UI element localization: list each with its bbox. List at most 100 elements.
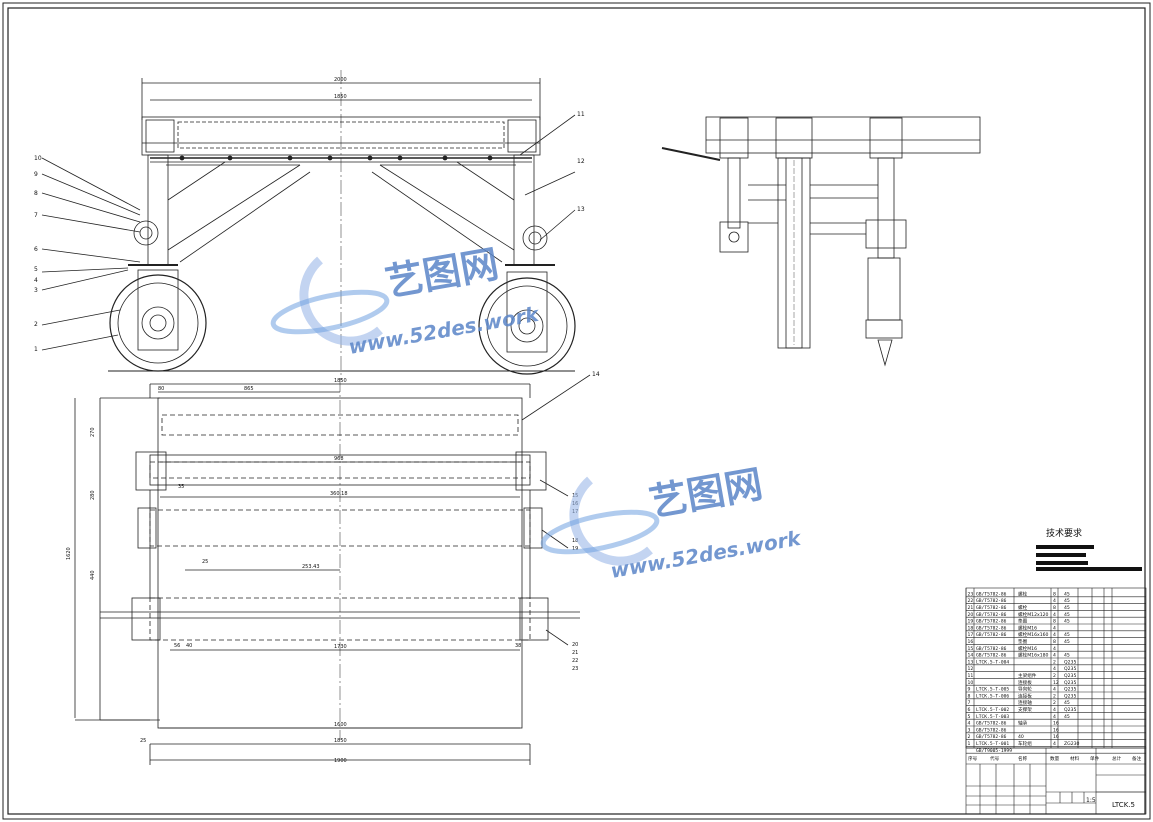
bom-cell: 19: [968, 619, 974, 625]
bom-cell: GB/T5782-86: [976, 653, 1007, 659]
bom-header: 单件: [1090, 755, 1100, 762]
bom-cell: 连接轴: [1018, 699, 1032, 706]
bom-cell: 8: [968, 693, 971, 699]
bom-cell: 4: [1053, 666, 1056, 672]
bom-cell: 螺栓M16x160: [1018, 631, 1049, 638]
bom-cell: 45: [1064, 700, 1070, 706]
bom-cell: 5: [968, 714, 971, 720]
bom-cell: 45: [1064, 619, 1070, 625]
watermark-globe-icon: [270, 256, 390, 346]
leader-3: 3: [34, 287, 38, 294]
bom-cell: GB/T5782-86: [976, 632, 1007, 638]
leader-21: 21: [572, 650, 578, 656]
bom-header: 材料: [1070, 755, 1080, 762]
bom-cell: 16: [1053, 727, 1059, 733]
bom-cell: 垫圈: [1018, 618, 1028, 625]
bom-cell: Q235: [1064, 687, 1076, 693]
side-view: [661, 116, 981, 367]
bom-cell: Q235: [1064, 680, 1076, 686]
bom-table: [965, 587, 1147, 754]
dim-v4: 1620: [66, 547, 72, 560]
leader-6: 6: [34, 246, 38, 253]
bom-cell: 8: [1053, 639, 1056, 645]
bom-cell: 45: [1064, 591, 1070, 597]
leader-13: 13: [577, 206, 585, 213]
bom-header: 代号: [990, 755, 1000, 762]
leader-8: 8: [34, 190, 38, 197]
bom-cell: GB/T5782-86: [976, 598, 1007, 604]
bom-cell: 4: [1053, 687, 1056, 693]
bom-cell: 45: [1064, 653, 1070, 659]
bom-cell: 45: [1064, 639, 1070, 645]
bom-cell: GB/T5782-86: [976, 619, 1007, 625]
bom-cell: GB/T5782-86: [976, 625, 1007, 631]
bom-cell: ZG230: [1064, 741, 1080, 747]
bom-cell: 16: [1053, 721, 1059, 727]
bom-cell: 45: [1064, 605, 1070, 611]
bom-cell: 4: [1053, 598, 1056, 604]
bom-cell: 车轮组: [1018, 740, 1032, 747]
bom-cell: 17: [968, 632, 974, 638]
bom-cell: 导向轮: [1018, 686, 1032, 693]
title-block: [965, 747, 1147, 815]
bom-cell: 垫圈: [1018, 638, 1028, 645]
dim-s1: 35: [178, 484, 184, 490]
leader-22: 22: [572, 658, 578, 664]
bom-cell: 2: [1053, 693, 1056, 699]
bom-cell: 4: [1053, 646, 1056, 652]
plan-labels: 1850 80 865 968 360.18 253.43 1730 1600 …: [66, 371, 600, 764]
bom-cell: 螺栓M16: [1018, 645, 1037, 652]
dim-plan-top: 1850: [334, 378, 347, 384]
bom-cell: 7: [968, 700, 971, 706]
dim-v1: 270: [90, 427, 96, 437]
redacted-line: [1036, 567, 1142, 571]
leader-4: 4: [34, 277, 38, 284]
bom-cell: 4: [1053, 653, 1056, 659]
bom-cell: LTCK.5-T-006: [976, 693, 1009, 699]
leader-5: 5: [34, 266, 38, 273]
bom-cell: LTCK.5-T-003: [976, 714, 1009, 720]
leader-18: 18: [572, 538, 578, 544]
dim-r4: 1730: [334, 644, 347, 650]
bom-cell: 8: [1053, 619, 1056, 625]
bom-cell: 8: [1053, 605, 1056, 611]
leader-14: 14: [592, 371, 600, 378]
dim-b3: 1900: [334, 758, 347, 764]
redacted-line: [1036, 561, 1088, 565]
bom-cell: 22: [968, 598, 974, 604]
inner-frame: [7, 7, 1146, 815]
bom-cell: 4: [1053, 625, 1056, 631]
redacted-line: [1036, 545, 1094, 549]
bom-cell: 螺栓M12x120: [1018, 611, 1049, 618]
bom-cell: 2: [1053, 700, 1056, 706]
leader-7: 7: [34, 212, 38, 219]
bom-cell: 4: [1053, 612, 1056, 618]
watermark-globe-icon: [540, 476, 660, 566]
dim-s2: 25: [202, 559, 208, 565]
leader-20: 20: [572, 642, 578, 648]
bom-cell: Q235: [1064, 707, 1076, 713]
bom-cell: 螺栓M16: [1018, 624, 1037, 631]
bom-cell: 2: [1053, 673, 1056, 679]
leader-23: 23: [572, 666, 578, 672]
bom-cell: 主梁组件: [1018, 672, 1037, 679]
bom-cell: 2: [1053, 659, 1056, 665]
bom-cell: 2: [968, 734, 971, 740]
bom-cell: Q235: [1064, 666, 1076, 672]
bom-cell: 45: [1064, 612, 1070, 618]
bom-cell: 45: [1064, 632, 1070, 638]
dim-inner: 1850: [334, 94, 347, 100]
bom-cell: 轴承: [1018, 720, 1028, 727]
dim-r2: 360.18: [330, 491, 348, 497]
bom-cell: 支撑架: [1018, 706, 1032, 713]
bom-cell: 螺栓M16x180: [1018, 652, 1049, 659]
bom-cell: 8: [1053, 591, 1056, 597]
bom-cell: GB/T5782-86: [976, 591, 1007, 597]
dim-v3: 440: [90, 570, 96, 580]
bom-cell: 12: [968, 666, 974, 672]
bom-cell: 14: [968, 653, 974, 659]
bom-cell: 9: [968, 687, 971, 693]
